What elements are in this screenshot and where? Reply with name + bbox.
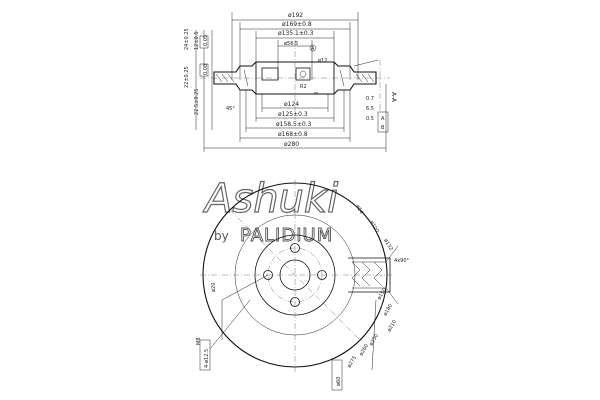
front-dim-11: ø260 <box>359 343 371 357</box>
label-A-top: A <box>311 46 315 52</box>
dim-top-2: ø169±0.8 <box>282 21 312 28</box>
front-dim-2: M8 <box>196 338 202 346</box>
front-dim-10: ø250 <box>369 333 381 347</box>
dim-top-3: ø135.1±0.3 <box>278 30 314 37</box>
dim-top-4: ø56.5 <box>284 41 298 47</box>
dim-bottom-5: ø280 <box>284 141 299 148</box>
dim-left-3: 12±0.5 <box>194 31 200 50</box>
dim-misc-3: 45° <box>226 106 235 112</box>
tolerance-box-4: B <box>381 125 385 131</box>
dim-bottom-2: ø125±0.3 <box>278 111 308 118</box>
front-note: 4x90° <box>394 258 410 264</box>
front-dim-5: ø14 <box>354 204 364 215</box>
front-dim-14: ø60 <box>336 377 342 386</box>
tolerance-box-3: A <box>381 116 385 122</box>
tolerance-box-2: 0.08 <box>203 64 209 75</box>
front-dim-3: 4-ø12.5 <box>204 349 210 368</box>
front-dim-12: ø275 <box>347 355 359 369</box>
front-view: ø20 M8 4-ø12.5 ø100 ø14 ø132 ø150 ø180 ø… <box>196 180 410 391</box>
section-label: A-A <box>390 92 397 103</box>
dim-misc-5: 6.5 <box>366 106 374 112</box>
dim-misc-2: 3 <box>314 92 320 95</box>
dim-top-1: ø192 <box>288 12 303 19</box>
tolerance-box-1: 0.05 <box>203 35 209 46</box>
dim-left-4: 22.5±0.25 <box>194 89 200 115</box>
front-dim-6: ø132 <box>382 238 394 252</box>
dim-bottom-4: ø168±0.8 <box>278 131 308 138</box>
logo-partner: PALIDIUM <box>240 225 333 246</box>
dim-bottom-1: ø124 <box>284 101 299 108</box>
dim-bottom-3: ø158.5±0.3 <box>276 121 312 128</box>
section-view: A-A 24±0.25 22±0.25 12±0.5 22.5±0.25 0.0… <box>184 12 397 152</box>
logo-brand: Ashuki <box>202 176 338 222</box>
front-dim-1: ø20 <box>211 283 217 292</box>
dim-left-2: 22±0.25 <box>184 66 190 88</box>
dim-misc-4: 0.7 <box>366 96 374 102</box>
logo-byline: by <box>214 229 229 243</box>
dim-top-5: ø12 <box>318 58 327 64</box>
dim-misc-6: 0.5 <box>366 116 374 122</box>
front-dim-4: ø100 <box>368 220 380 234</box>
dim-left-1: 24±0.25 <box>184 28 190 50</box>
front-dim-9: ø210 <box>387 319 399 333</box>
logo: Ashuki by PALIDIUM <box>201 175 338 246</box>
dim-misc-1: R2 <box>300 84 307 90</box>
front-dim-8: ø180 <box>383 303 395 317</box>
front-dim-7: ø150 <box>377 287 389 301</box>
